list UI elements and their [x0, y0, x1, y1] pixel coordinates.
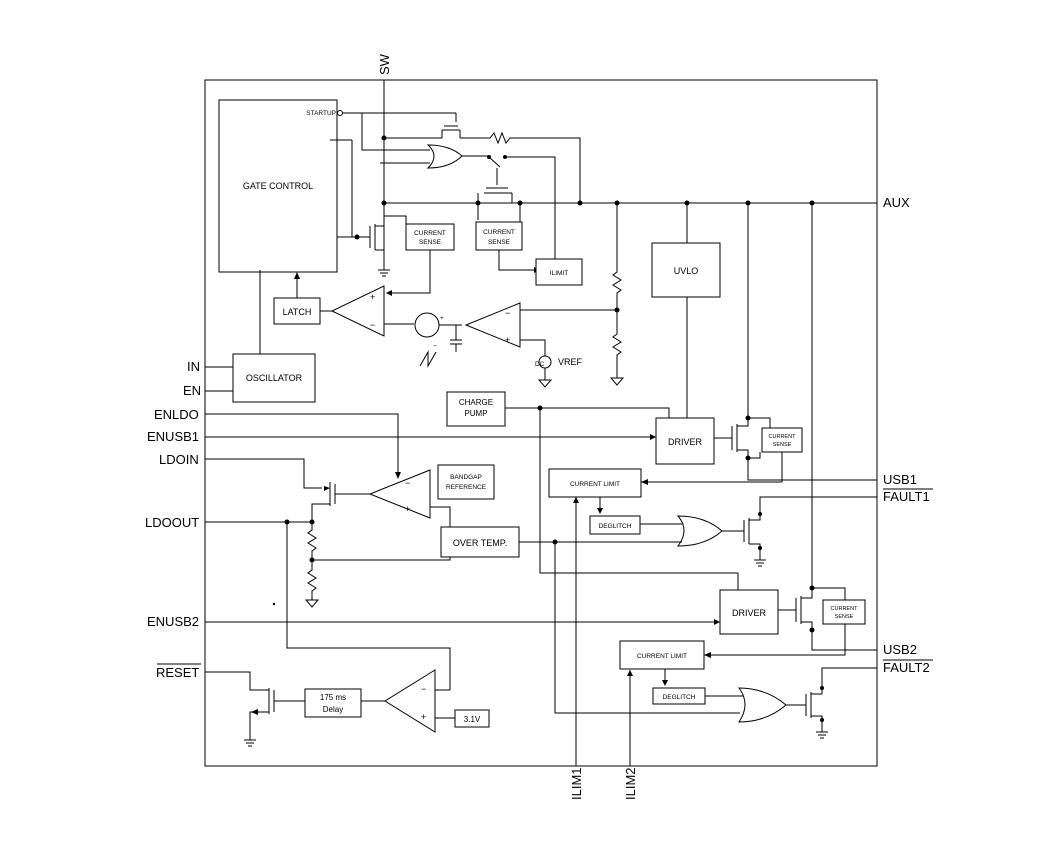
- pin-fault2: FAULT2: [883, 660, 930, 675]
- pwm-comparator: [330, 285, 385, 337]
- svg-text:PUMP: PUMP: [464, 409, 487, 418]
- driver1-label: DRIVER: [668, 437, 703, 447]
- pin-enldo: ENLDO: [154, 407, 199, 422]
- oscillator-block: [232, 353, 316, 403]
- current-sense-usb1: [761, 427, 803, 453]
- bandgap-block: [437, 464, 495, 500]
- pin-enusb2: ENUSB2: [147, 614, 199, 629]
- or-gate-top: [426, 144, 463, 169]
- pin-enusb1: ENUSB1: [147, 429, 199, 444]
- svg-text:DC: DC: [535, 361, 545, 368]
- ramp-summer: [414, 312, 440, 338]
- reset-comparator: [384, 669, 436, 733]
- svg-text:Delay: Delay: [323, 705, 343, 714]
- pin-aux: AUX: [883, 195, 910, 210]
- pin-ilim2: ILIM2: [623, 767, 638, 800]
- svg-text:−: −: [433, 343, 437, 350]
- vref-label: VREF: [558, 357, 583, 367]
- current-sense-b: [475, 221, 523, 251]
- gate-control-label: GATE CONTROL: [243, 181, 313, 191]
- svg-text:−: −: [370, 320, 375, 330]
- pin-in: IN: [187, 359, 200, 374]
- pin-ldoout: LDOOUT: [145, 515, 199, 530]
- over-temp-label: OVER TEMP.: [453, 538, 507, 548]
- svg-text:CURRENT: CURRENT: [769, 434, 797, 440]
- error-amplifier: [464, 302, 521, 348]
- svg-text:CURRENT: CURRENT: [414, 230, 446, 237]
- ref-3v1-label: 3.1V: [464, 715, 481, 724]
- svg-text:SENSE: SENSE: [419, 239, 442, 246]
- svg-text:175 ms: 175 ms: [320, 693, 346, 702]
- current-limit2-block: [619, 640, 705, 670]
- svg-text:+: +: [440, 315, 444, 322]
- latch-block: [273, 297, 321, 325]
- current-limit1-block: [548, 468, 642, 498]
- svg-text:−: −: [405, 478, 410, 488]
- svg-text:SENSE: SENSE: [488, 239, 511, 246]
- current-sense-a: [405, 223, 455, 251]
- svg-text:SENSE: SENSE: [773, 442, 792, 448]
- pin-reset: RESET: [156, 665, 199, 680]
- driver1-block: [655, 417, 715, 465]
- svg-text:−: −: [421, 684, 426, 694]
- deglitch2-label: DEGLITCH: [663, 694, 696, 701]
- svg-text:BANDGAP: BANDGAP: [450, 474, 482, 481]
- or-gate-fault2: [738, 687, 787, 723]
- ref-3v1-block: [454, 709, 490, 728]
- svg-text:+: +: [421, 712, 426, 722]
- startup-label: STARTUP: [306, 110, 336, 117]
- pin-en: EN: [183, 383, 201, 398]
- svg-text:SENSE: SENSE: [835, 614, 854, 620]
- svg-text:CURRENT: CURRENT: [483, 229, 515, 236]
- ilimit-block: [535, 258, 583, 286]
- svg-text:+: +: [370, 292, 375, 302]
- pin-usb1: USB1: [883, 472, 917, 487]
- chip-outline: [204, 79, 878, 767]
- svg-text:CHARGE: CHARGE: [459, 398, 493, 407]
- delay-block: [304, 688, 362, 718]
- gate-control-block: [218, 99, 338, 273]
- latch-label: LATCH: [283, 307, 312, 317]
- deglitch1-block: [589, 515, 641, 535]
- pin-sw: SW: [377, 53, 392, 75]
- charge-pump-block: [446, 391, 506, 427]
- ldo-amplifier: [368, 469, 431, 519]
- driver2-label: DRIVER: [732, 608, 767, 618]
- ilimit-label: ILIMIT: [550, 270, 568, 277]
- uvlo-label: UVLO: [674, 266, 699, 276]
- over-temp-block: [440, 526, 520, 558]
- current-sense-usb2: [822, 599, 866, 625]
- pin-ilim1: ILIM1: [569, 767, 584, 800]
- uvlo-block: [651, 242, 721, 298]
- startup-bubble: [337, 110, 343, 116]
- svg-text:+: +: [405, 504, 410, 514]
- svg-text:REFERENCE: REFERENCE: [446, 484, 487, 491]
- svg-text:CURRENT: CURRENT: [831, 606, 859, 612]
- pin-fault1: FAULT1: [883, 489, 930, 504]
- or-gate-fault1: [676, 515, 723, 547]
- current-limit1-label: CURRENT LIMIT: [570, 481, 620, 488]
- svg-text:+: +: [505, 335, 510, 345]
- deglitch1-label: DEGLITCH: [599, 523, 632, 530]
- pin-usb2: USB2: [883, 642, 917, 657]
- oscillator-label: OSCILLATOR: [246, 373, 303, 383]
- driver2-block: [719, 589, 779, 635]
- svg-text:−: −: [505, 308, 510, 318]
- pin-ldoin: LDOIN: [159, 452, 199, 467]
- current-limit2-label: CURRENT LIMIT: [637, 653, 687, 660]
